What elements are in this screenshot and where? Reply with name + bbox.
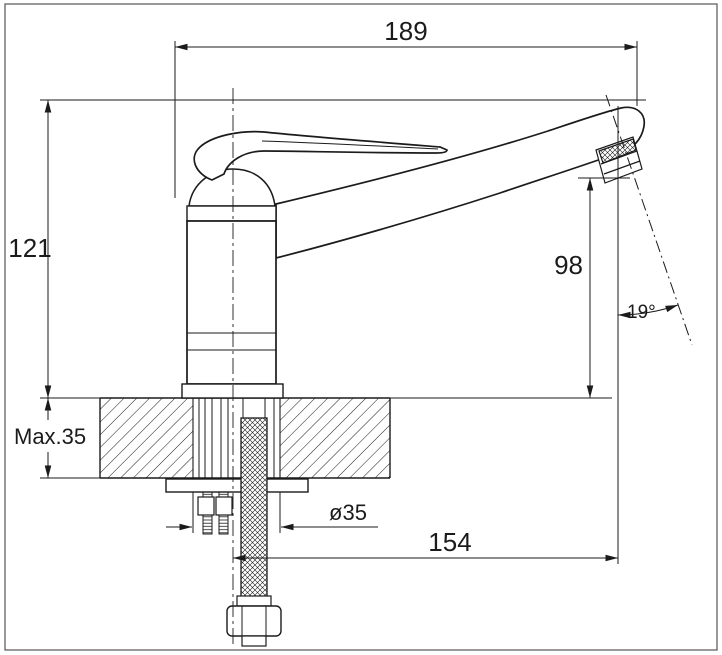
countertop-hatch-right	[280, 398, 390, 478]
faucet-spout	[275, 106, 646, 260]
stud-nut-right	[215, 496, 233, 516]
label-bottom-reach: 154	[428, 527, 471, 557]
countertop-section	[99, 397, 391, 479]
label-top-width: 189	[384, 16, 427, 46]
dimensions	[40, 41, 693, 564]
hose-nut-tip	[241, 635, 267, 647]
aerator-axis-line	[605, 94, 693, 346]
faucet-base-flange	[181, 383, 284, 399]
stud-nut-left	[197, 496, 215, 516]
faucet-cap-ring	[186, 205, 277, 222]
mounting-washer	[165, 478, 309, 493]
supply-hose-braid	[240, 417, 268, 599]
label-left-height: 121	[8, 233, 51, 263]
label-spout-height: 98	[554, 250, 583, 280]
hose-collar	[236, 595, 272, 607]
label-spout-angle: 19°	[627, 302, 656, 323]
label-max-mount-thickness: Max.35	[14, 424, 86, 449]
angle-arc	[617, 304, 679, 319]
faucet-body	[186, 220, 277, 385]
label-hole-diameter: ø35	[329, 500, 367, 525]
countertop-hatch-left	[100, 398, 193, 478]
faucet	[181, 106, 646, 399]
faucet-lever-inner-line	[261, 140, 439, 150]
under-counter-hardware	[165, 398, 309, 647]
faucet-lever	[193, 130, 448, 181]
hose-union-nut	[226, 605, 282, 637]
dimension-labels: 189 121 98 19° Max.35 ø35 154	[8, 16, 655, 557]
drawing-border	[4, 3, 718, 651]
